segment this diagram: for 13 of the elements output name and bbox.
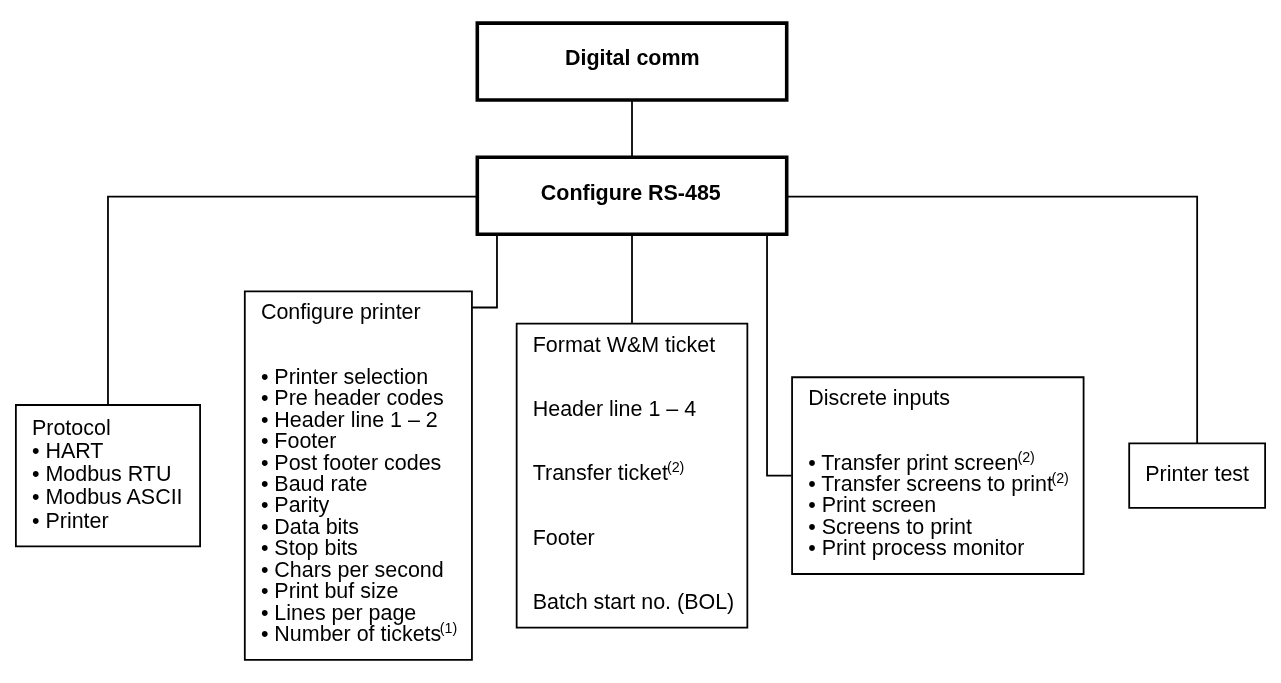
- node-box: Configure printer • Printer selection • Pre header codes • Header line 1 – 2 • Footer • Post footer codes • Baud rate • Parity • Data bits • Stop bits • Chars per second • Print buf size • Lines per page • Number of tickets$^{(1)}$: [243, 290, 473, 661]
- connector: [766, 233, 793, 477]
- node-box: Format W&M ticket Header line 1 – 4 Transfer ticket$^{(2)}$ Footer Batch start no. (BOL): [515, 322, 749, 629]
- node-box: Digital comm: [475, 21, 789, 102]
- connector: [631, 99, 633, 158]
- connector: [471, 233, 498, 309]
- node-box: Protocol • HART • Modbus RTU • Modbus ASCII • Printer: [15, 404, 201, 548]
- node-box: Discrete inputs • Transfer print screen$^{(2)}$ • Transfer screens to print$^{(2)}$ • Print screen • Screens to print • Print process monitor: [791, 376, 1085, 575]
- connector: [631, 233, 633, 325]
- node-box: Configure RS-485: [475, 155, 789, 236]
- node-box: Printer test: [1128, 442, 1266, 509]
- connector: [107, 195, 478, 406]
- connector: [786, 195, 1199, 444]
